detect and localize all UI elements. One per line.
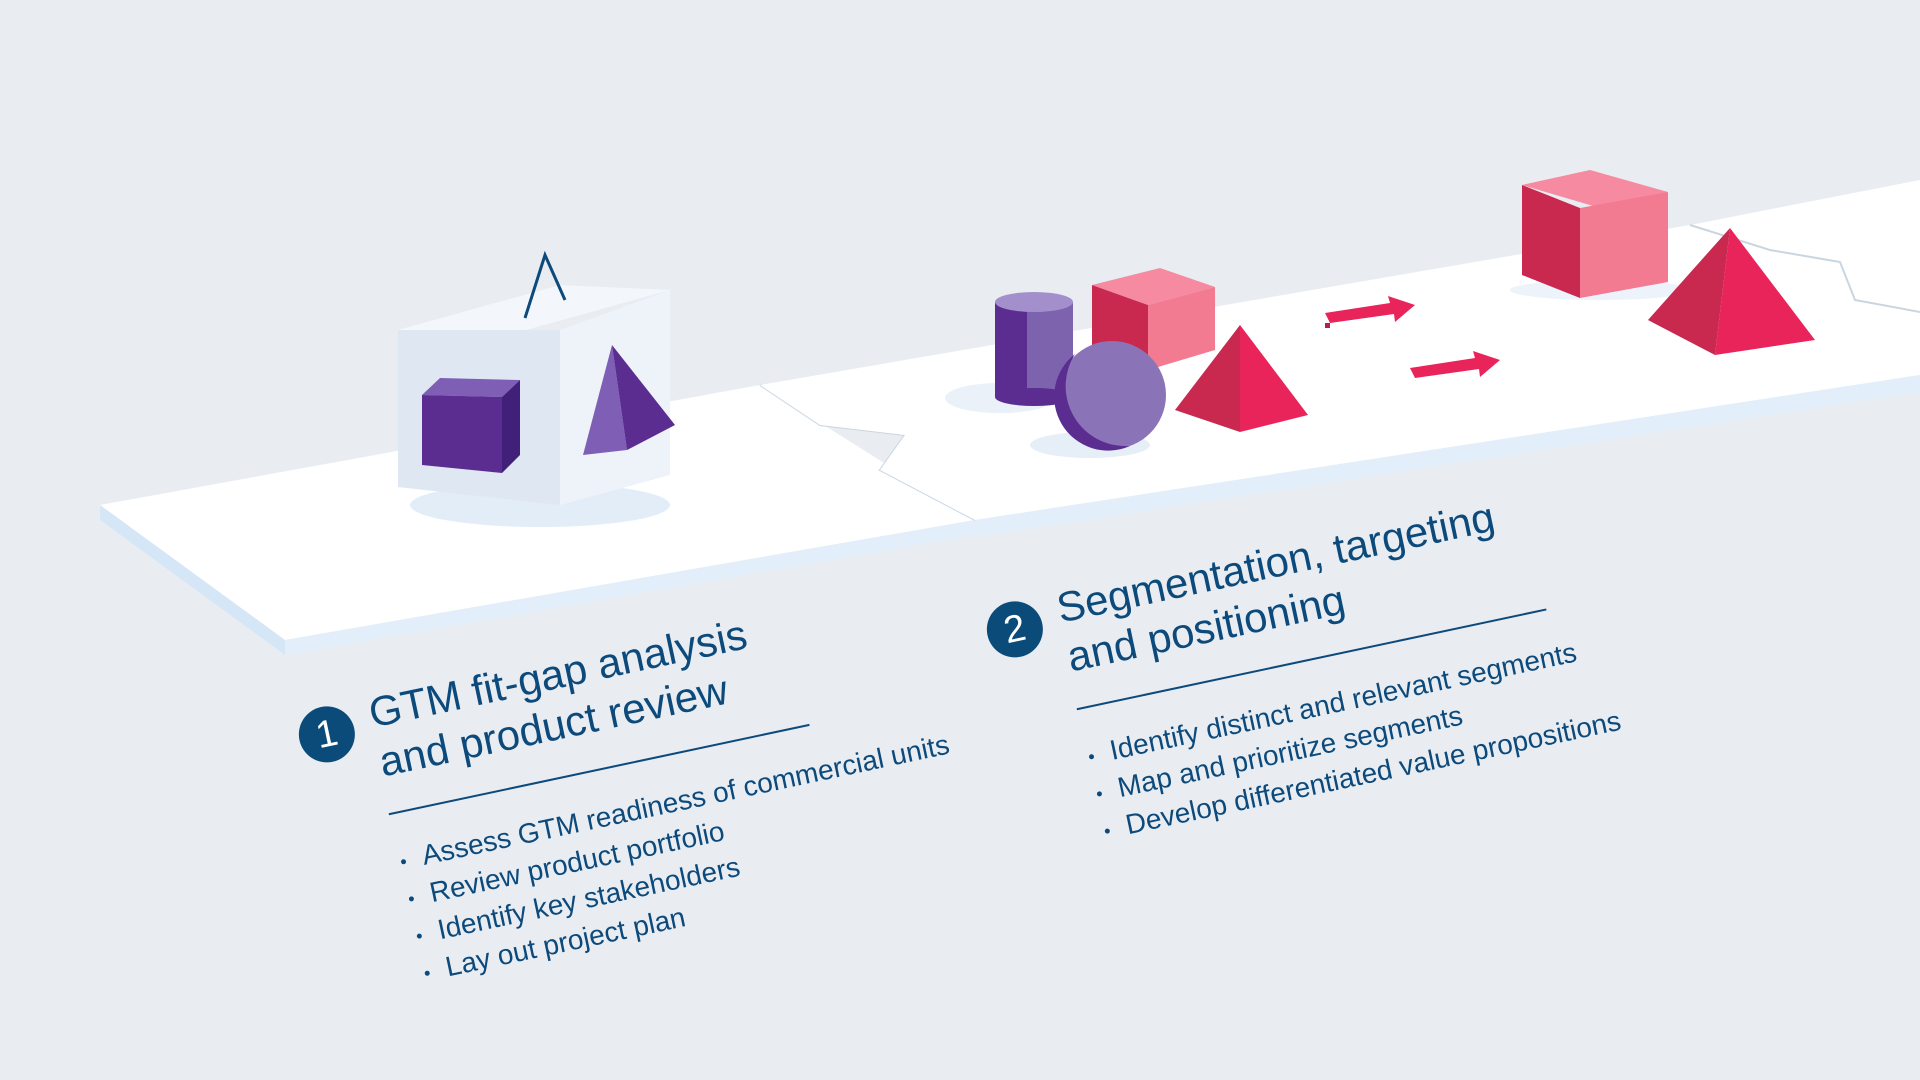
pyramid-icon bbox=[583, 345, 675, 455]
step-1-number-badge: 1 bbox=[293, 701, 361, 768]
sphere-icon bbox=[1030, 341, 1166, 458]
cube-icon bbox=[1510, 170, 1690, 300]
platform-tile-2 bbox=[760, 180, 1920, 537]
pyramid-icon bbox=[1175, 325, 1308, 432]
step-2-number-badge: 2 bbox=[981, 596, 1049, 663]
arrow-icon bbox=[1410, 351, 1500, 378]
cube-icon bbox=[422, 378, 520, 473]
pyramid-icon bbox=[1648, 228, 1815, 355]
arrow-icon bbox=[1325, 296, 1415, 328]
